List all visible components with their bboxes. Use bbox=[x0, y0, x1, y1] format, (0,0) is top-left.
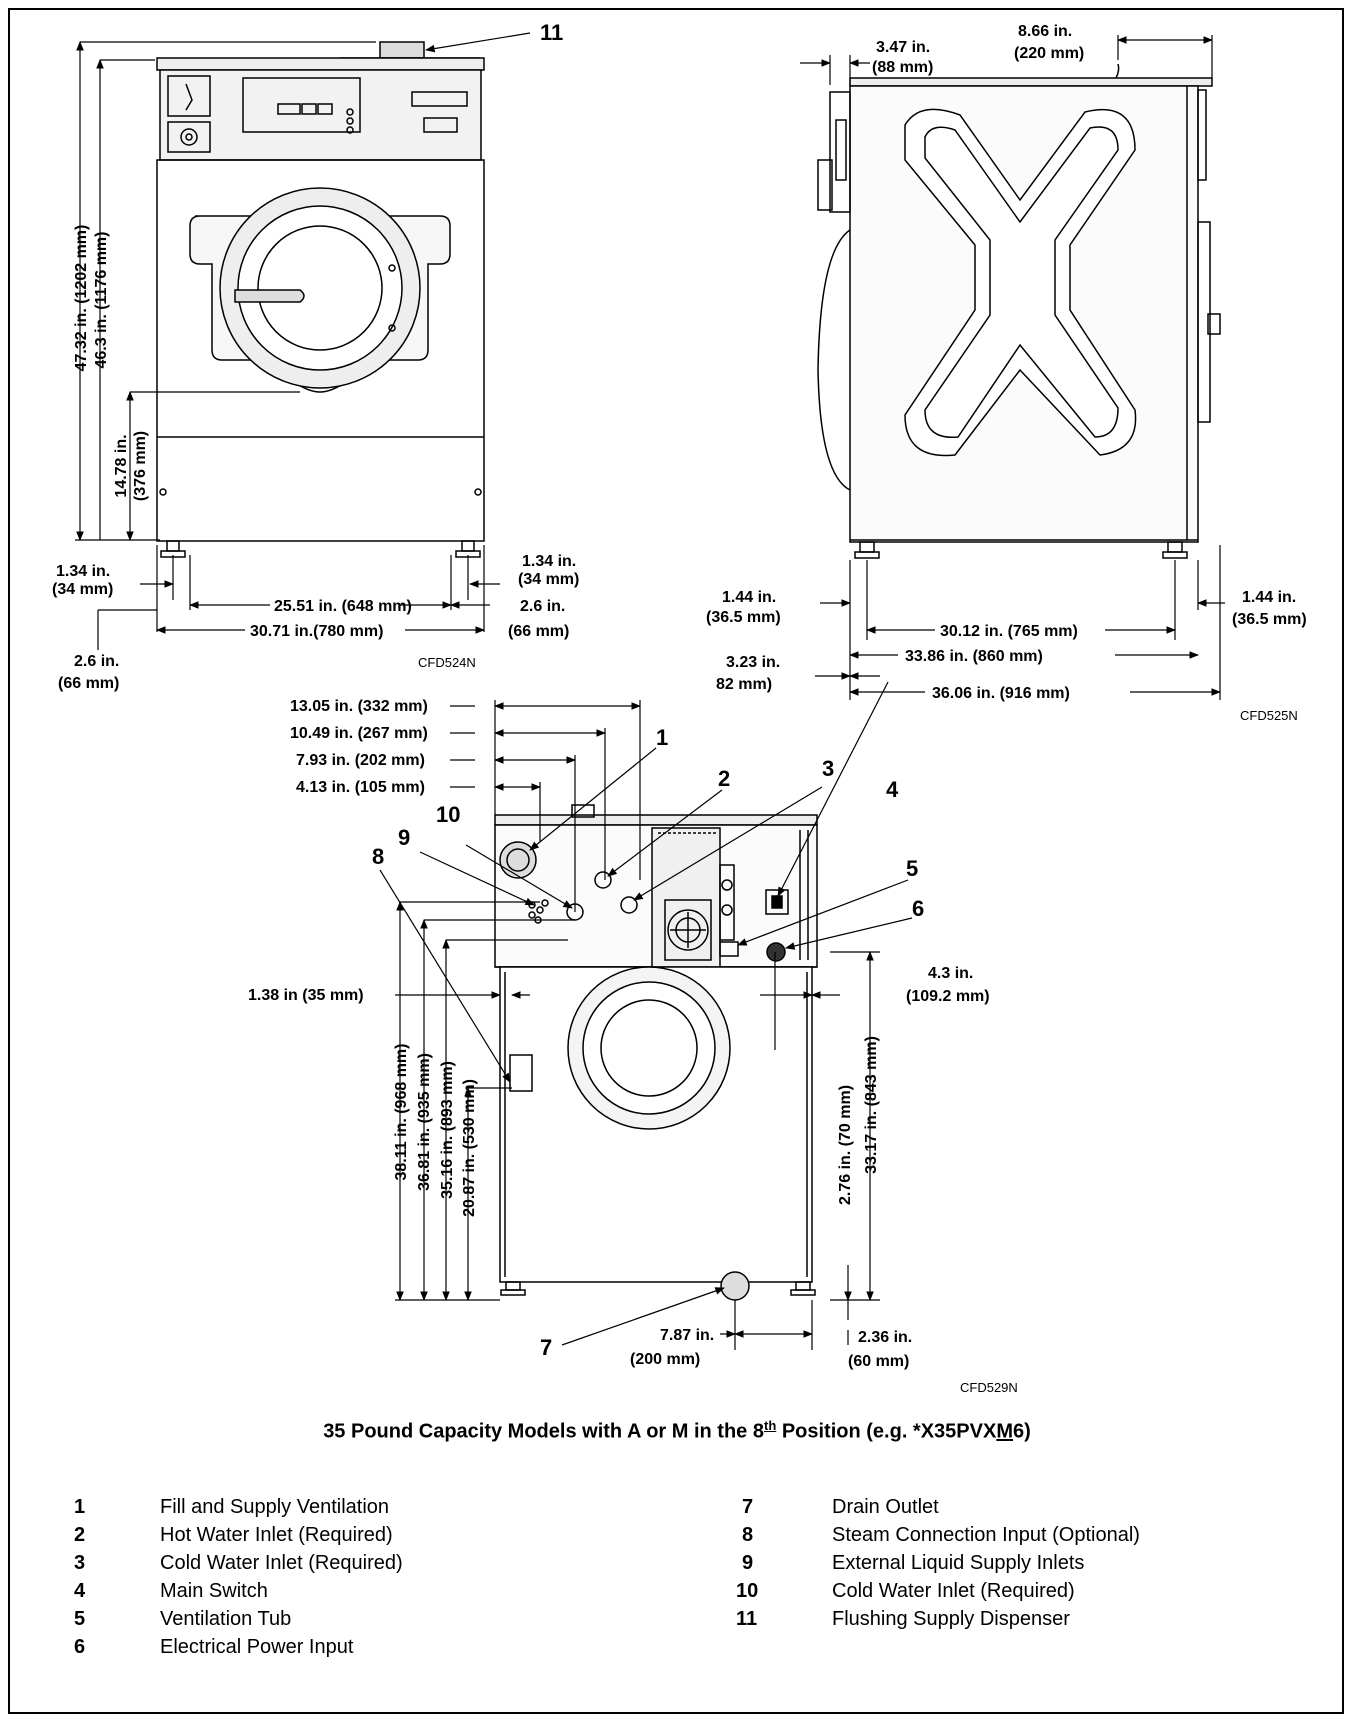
legend-number: 10 bbox=[736, 1580, 759, 1602]
side-dimension-labels: 3.47 in. (88 mm) 8.66 in. (220 mm) 1.44 … bbox=[706, 23, 1307, 723]
legend-number: 5 bbox=[74, 1608, 86, 1630]
caption-underlined-char: M bbox=[996, 1420, 1013, 1443]
callout-7-label: 7 bbox=[540, 1335, 552, 1360]
dim-front-side-mm: (66 mm) bbox=[508, 623, 569, 640]
legend-label: Fill and Supply Ventilation bbox=[160, 1496, 390, 1518]
callout-1-label: 1 bbox=[656, 725, 668, 750]
dim-side-offset-in: 3.23 in. bbox=[726, 654, 780, 671]
legend-label: Cold Water Inlet (Required) bbox=[160, 1552, 403, 1574]
dim-front-side2-in: 2.6 in. bbox=[74, 653, 119, 670]
dim-rear-right-edge-in: 4.3 in. bbox=[928, 965, 973, 982]
dim-side-offset-mm: 82 mm) bbox=[716, 676, 772, 693]
dim-rear-left-edge: 1.38 in (35 mm) bbox=[248, 987, 364, 1004]
dim-rear-v2: 36.81 in. (935 mm) bbox=[416, 1053, 433, 1191]
dim-rear-drain-in: 7.87 in. bbox=[660, 1327, 714, 1344]
dim-side-foot-right-mm: (36.5 mm) bbox=[1232, 611, 1307, 628]
dim-door-height-mm: (376 mm) bbox=[132, 431, 149, 501]
caption-text-mid: Position (e.g. *X35PVX bbox=[776, 1420, 997, 1443]
dim-foot-right-mm: (34 mm) bbox=[518, 571, 579, 588]
callout-11-label: 11 bbox=[540, 20, 563, 45]
caption-text-pre: 35 Pound Capacity Models with A or M in … bbox=[323, 1420, 764, 1443]
callout-2-label: 2 bbox=[718, 766, 730, 791]
callout-5-label: 5 bbox=[906, 856, 918, 881]
dim-rear-right-edge-mm: (109.2 mm) bbox=[906, 988, 990, 1005]
dim-rear-d4: 4.13 in. (105 mm) bbox=[296, 779, 425, 796]
dim-rear-d1: 13.05 in. (332 mm) bbox=[290, 698, 428, 715]
diagram-frame bbox=[8, 8, 1344, 1714]
dim-rear-v3: 35.16 in. (893 mm) bbox=[439, 1061, 456, 1199]
dim-door-height-in: 14.78 in. bbox=[113, 434, 130, 497]
dim-side-foot-left-mm: (36.5 mm) bbox=[706, 609, 781, 626]
drawing-code-side: CFD525N bbox=[1240, 708, 1298, 723]
front-dimension-lines bbox=[75, 32, 531, 650]
legend-label: Ventilation Tub bbox=[160, 1608, 292, 1630]
side-dimension-lines bbox=[800, 35, 1225, 700]
dim-front-side2-mm: (66 mm) bbox=[58, 675, 119, 692]
legend-number: 1 bbox=[74, 1496, 86, 1518]
dim-side-foot-left-in: 1.44 in. bbox=[722, 589, 776, 606]
dim-rear-foot-mm: (60 mm) bbox=[848, 1353, 909, 1370]
dim-rear-drain-mm: (200 mm) bbox=[630, 1351, 700, 1368]
dim-front-inner-span: 25.51 in. (648 mm) bbox=[274, 598, 412, 615]
drawing-code-rear: CFD529N bbox=[960, 1380, 1018, 1395]
dim-front-outer-span: 30.71 in.(780 mm) bbox=[250, 623, 383, 640]
legend-label: Steam Connection Input (Optional) bbox=[832, 1524, 1140, 1546]
legend-label: Drain Outlet bbox=[832, 1496, 939, 1518]
rear-dimension-labels: 13.05 in. (332 mm) 10.49 in. (267 mm) 7.… bbox=[248, 698, 1018, 1395]
dim-foot-left-in: 1.34 in. bbox=[56, 563, 110, 580]
callout-10-label: 10 bbox=[436, 802, 460, 827]
legend-number: 7 bbox=[742, 1496, 754, 1518]
dim-rear-v1: 38.11 in. (968 mm) bbox=[393, 1044, 410, 1181]
caption-superscript: th bbox=[763, 1418, 777, 1433]
callout-4-label: 4 bbox=[886, 777, 899, 802]
dim-side-foot-right-in: 1.44 in. bbox=[1242, 589, 1296, 606]
figure-caption: 35 Pound Capacity Models with A or M in … bbox=[0, 1418, 1354, 1444]
dim-rear-v6: 33.17 in. (843 mm) bbox=[863, 1036, 880, 1174]
legend-label: Main Switch bbox=[160, 1580, 268, 1602]
dim-total-height: 47.32 in. (1202 mm) bbox=[73, 225, 90, 372]
legend-label: Cold Water Inlet (Required) bbox=[832, 1580, 1075, 1602]
dim-rear-v4: 20.87 in. (530 mm) bbox=[461, 1079, 478, 1217]
dim-side-mid-span: 33.86 in. (860 mm) bbox=[905, 648, 1043, 665]
front-view bbox=[156, 41, 485, 558]
dim-rear-v5: 2.76 in. (70 mm) bbox=[837, 1085, 854, 1205]
rear-view bbox=[494, 804, 818, 1301]
callout-9-label: 9 bbox=[398, 825, 410, 850]
drawing-code-front: CFD524N bbox=[418, 655, 476, 670]
legend-number: 11 bbox=[736, 1608, 758, 1630]
legend-label: Hot Water Inlet (Required) bbox=[160, 1524, 393, 1546]
dim-front-side-in: 2.6 in. bbox=[520, 598, 565, 615]
callout-6-label: 6 bbox=[912, 896, 924, 921]
rear-dimension-lines bbox=[379, 681, 913, 1350]
side-view bbox=[817, 63, 1221, 559]
dim-side-top-right-in: 8.66 in. bbox=[1018, 23, 1072, 40]
dim-side-outer-span: 36.06 in. (916 mm) bbox=[932, 685, 1070, 702]
callout-8-label: 8 bbox=[372, 844, 384, 869]
front-dimension-labels: 11 47.32 in. (1202 mm) 46.3 in. (1176 mm… bbox=[52, 20, 579, 692]
legend-number: 6 bbox=[74, 1636, 86, 1658]
legend-number: 4 bbox=[74, 1580, 86, 1602]
dim-foot-left-mm: (34 mm) bbox=[52, 581, 113, 598]
legend-label: External Liquid Supply Inlets bbox=[832, 1552, 1085, 1574]
dim-side-top-left-in: 3.47 in. bbox=[876, 39, 930, 56]
dim-side-top-left-mm: (88 mm) bbox=[872, 59, 933, 76]
caption-text-post: 6) bbox=[1013, 1420, 1031, 1443]
dim-body-height: 46.3 in. (1176 mm) bbox=[93, 232, 110, 369]
legend-number: 8 bbox=[742, 1524, 754, 1546]
callout-3-label: 3 bbox=[822, 756, 834, 781]
dim-rear-d3: 7.93 in. (202 mm) bbox=[296, 752, 425, 769]
legend-label: Flushing Supply Dispenser bbox=[832, 1608, 1070, 1630]
dim-side-inner-span: 30.12 in. (765 mm) bbox=[940, 623, 1078, 640]
dim-side-top-right-mm: (220 mm) bbox=[1014, 45, 1084, 62]
legend-number: 2 bbox=[74, 1524, 86, 1546]
dim-foot-right-in: 1.34 in. bbox=[522, 553, 576, 570]
dim-rear-foot-in: 2.36 in. bbox=[858, 1329, 912, 1346]
legend-label: Electrical Power Input bbox=[160, 1636, 354, 1658]
dim-rear-d2: 10.49 in. (267 mm) bbox=[290, 725, 428, 742]
legend-number: 9 bbox=[742, 1552, 754, 1574]
legend-number: 3 bbox=[74, 1552, 86, 1574]
